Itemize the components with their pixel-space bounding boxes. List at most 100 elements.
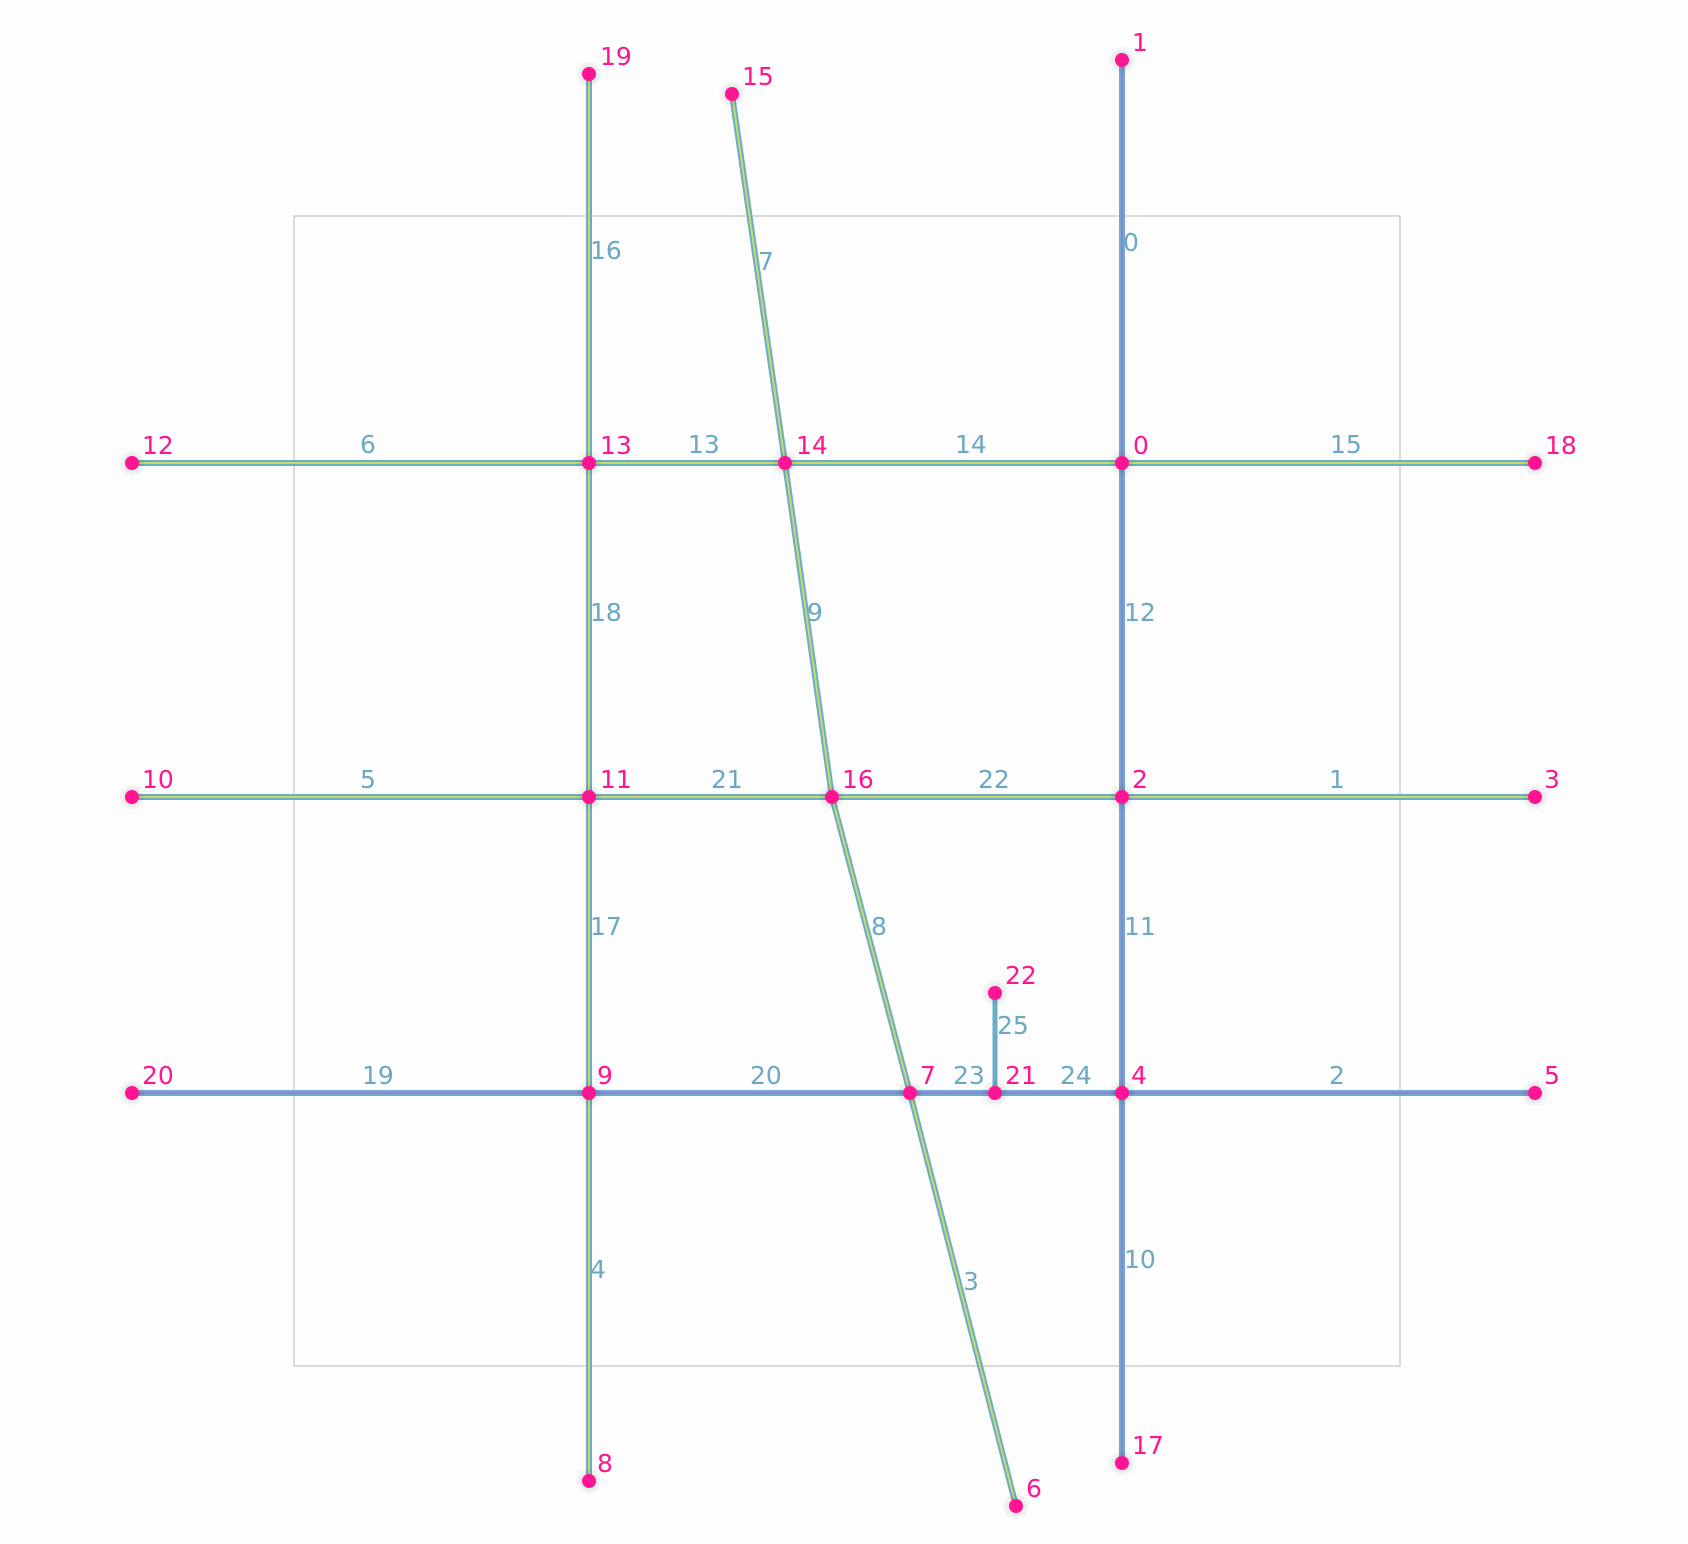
- edge-9: [782, 460, 835, 800]
- edge-label-3: 3: [963, 1267, 979, 1296]
- edge-3: [907, 1090, 1019, 1509]
- node-label-11: 11: [600, 765, 632, 794]
- node-label-17: 17: [1132, 1431, 1164, 1460]
- node-label-7: 7: [920, 1061, 936, 1090]
- node-label-15: 15: [742, 62, 774, 91]
- node-5-dot: [1528, 1086, 1542, 1100]
- node-6-dot: [1009, 1499, 1023, 1513]
- node-12: 12: [118, 431, 174, 477]
- edge-label-13: 13: [688, 430, 720, 459]
- node-3-dot: [1528, 790, 1542, 804]
- node-1: 1: [1108, 28, 1148, 74]
- edge-label-21: 21: [711, 765, 743, 794]
- edge-label-23: 23: [953, 1061, 985, 1090]
- node-3: 3: [1521, 765, 1560, 811]
- node-22: 22: [981, 961, 1037, 1007]
- node-17-dot: [1115, 1456, 1129, 1470]
- node-22-dot: [988, 986, 1002, 1000]
- node-16-dot: [825, 790, 839, 804]
- node-11: 11: [575, 765, 632, 811]
- node-16: 16: [818, 765, 874, 811]
- edge-label-8: 8: [871, 912, 887, 941]
- node-20-dot: [125, 1086, 139, 1100]
- node-6: 6: [1002, 1474, 1042, 1520]
- node-9: 9: [575, 1061, 613, 1107]
- node-4: 4: [1108, 1061, 1147, 1107]
- node-label-14: 14: [796, 431, 828, 460]
- node-label-19: 19: [600, 42, 632, 71]
- node-17: 17: [1108, 1431, 1164, 1477]
- node-4-dot: [1115, 1086, 1129, 1100]
- node-label-3: 3: [1544, 765, 1560, 794]
- node-1-dot: [1115, 53, 1129, 67]
- node-label-5: 5: [1544, 1061, 1560, 1090]
- edge-8-core: [831, 796, 911, 1094]
- node-15-dot: [725, 87, 739, 101]
- node-0: 0: [1108, 431, 1149, 477]
- node-7: 7: [896, 1061, 936, 1107]
- edge-label-9: 9: [807, 598, 823, 627]
- node-label-0: 0: [1133, 431, 1149, 460]
- edge-label-15: 15: [1330, 430, 1362, 459]
- node-13-dot: [582, 456, 596, 470]
- edge-7-core: [731, 93, 786, 464]
- edge-label-10: 10: [1124, 1245, 1156, 1274]
- edge-3-core: [909, 1092, 1017, 1507]
- node-label-8: 8: [597, 1449, 613, 1478]
- node-label-9: 9: [597, 1061, 613, 1090]
- edge-8: [829, 794, 913, 1096]
- node-8: 8: [575, 1449, 613, 1495]
- edge-label-19: 19: [362, 1061, 394, 1090]
- node-20: 20: [118, 1061, 174, 1107]
- edge-label-24: 24: [1060, 1061, 1092, 1090]
- edge-9-core: [784, 462, 833, 798]
- edge-label-2: 2: [1329, 1061, 1345, 1090]
- edge-label-5: 5: [360, 765, 376, 794]
- edge-label-12: 12: [1124, 598, 1156, 627]
- edge-label-25: 25: [997, 1011, 1029, 1040]
- node-label-22: 22: [1005, 961, 1037, 990]
- node-9-dot: [582, 1086, 596, 1100]
- node-label-1: 1: [1132, 28, 1148, 57]
- node-5: 5: [1521, 1061, 1560, 1107]
- node-14-dot: [778, 456, 792, 470]
- node-19: 19: [575, 42, 632, 88]
- node-18: 18: [1521, 431, 1577, 477]
- edge-label-6: 6: [360, 430, 376, 459]
- edge-label-4: 4: [590, 1255, 606, 1284]
- node-label-20: 20: [142, 1061, 174, 1090]
- node-10: 10: [118, 765, 174, 811]
- node-label-2: 2: [1132, 765, 1148, 794]
- node-18-dot: [1528, 456, 1542, 470]
- edges-layer: [129, 57, 1538, 1509]
- edge-label-11: 11: [1124, 912, 1156, 941]
- node-7-dot: [903, 1086, 917, 1100]
- edge-label-22: 22: [978, 765, 1010, 794]
- node-label-12: 12: [142, 431, 174, 460]
- node-label-6: 6: [1026, 1474, 1042, 1503]
- node-14: 14: [771, 431, 828, 477]
- edge-label-18: 18: [590, 598, 622, 627]
- node-label-16: 16: [842, 765, 874, 794]
- node-2-dot: [1115, 790, 1129, 804]
- node-19-dot: [582, 67, 596, 81]
- node-8-dot: [582, 1474, 596, 1488]
- node-label-21: 21: [1005, 1061, 1037, 1090]
- edge-label-0: 0: [1123, 228, 1139, 257]
- node-2: 2: [1108, 765, 1148, 811]
- node-21: 21: [981, 1061, 1037, 1107]
- node-label-10: 10: [142, 765, 174, 794]
- edge-7: [729, 91, 788, 466]
- node-label-18: 18: [1545, 431, 1577, 460]
- node-0-dot: [1115, 456, 1129, 470]
- node-12-dot: [125, 456, 139, 470]
- node-label-13: 13: [600, 431, 632, 460]
- node-11-dot: [582, 790, 596, 804]
- edge-label-1: 1: [1329, 765, 1345, 794]
- node-label-4: 4: [1131, 1061, 1147, 1090]
- node-21-dot: [988, 1086, 1002, 1100]
- node-15: 15: [718, 62, 774, 108]
